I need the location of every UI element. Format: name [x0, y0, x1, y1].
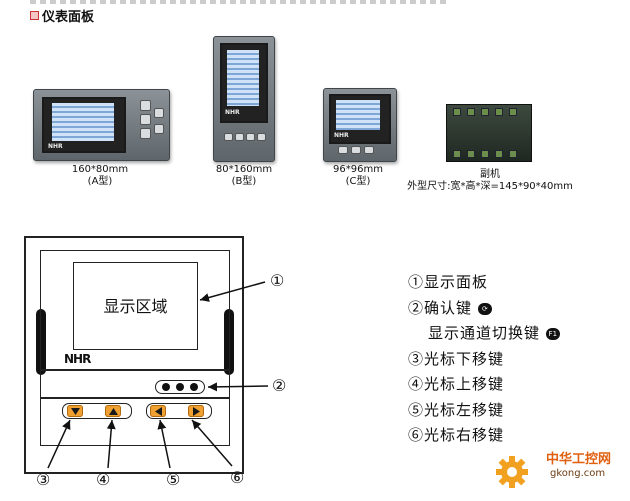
- callout-1: ①: [270, 271, 285, 290]
- meter-b-key-4: [257, 133, 266, 141]
- display-area: [73, 262, 198, 350]
- meter-b-lcd: [227, 50, 259, 106]
- submodule-photo: [446, 104, 532, 162]
- caption-a-size: 160*80mm: [71, 164, 129, 175]
- arrow-3: [47, 419, 71, 469]
- caption-b-size: 80*160mm: [215, 164, 273, 175]
- callout-2: ②: [272, 376, 287, 395]
- legend-item-3: ③光标下移键: [408, 349, 505, 368]
- display-area-label: 显示区域: [103, 297, 168, 316]
- top-rule: [30, 0, 450, 4]
- callout-5: ⑤: [166, 470, 181, 489]
- callout-4: ④: [96, 470, 111, 489]
- f1-key-icon: F1: [545, 328, 560, 340]
- meter-a-key-3: [140, 128, 151, 139]
- terminal-4: [495, 108, 503, 116]
- terminal-5: [509, 108, 517, 116]
- key-dot-2: [176, 383, 184, 391]
- meter-b-key-1: [224, 133, 233, 141]
- meter-a-brand: NHR: [48, 143, 63, 150]
- caption-sub-name: 副机: [480, 169, 500, 180]
- arrow-1: [199, 281, 266, 302]
- terminal-8: [481, 150, 489, 158]
- panel-divider-2: [40, 397, 230, 399]
- panel-inner-frame: [40, 250, 230, 446]
- meter-c-lcd: [336, 100, 380, 130]
- triangle-left-icon: [154, 406, 162, 416]
- meter-c-key-3: [364, 146, 374, 154]
- legend-item-2b: 显示通道切换键 F1: [408, 321, 560, 347]
- caption-sub: 副机 外型尺寸:宽*高*深=145*90*40mm: [385, 169, 595, 193]
- terminal-2: [467, 108, 475, 116]
- legend-item-1: ①显示面板: [408, 273, 489, 291]
- callout-6: ⑥: [230, 468, 245, 487]
- caption-sub-dims: 外型尺寸:宽*高*深=145*90*40mm: [407, 181, 573, 192]
- meter-a-screen: NHR: [42, 97, 126, 153]
- terminal-6: [453, 150, 461, 158]
- panel-outer-frame: [24, 236, 244, 474]
- brand-logo: NHR: [64, 352, 91, 366]
- legend-item-5: ⑤光标左移键: [408, 400, 505, 419]
- triangle-up-icon: [108, 407, 118, 415]
- cursor-up-key: [105, 405, 121, 417]
- left-mount-tab: [36, 309, 46, 375]
- terminal-10: [509, 150, 517, 158]
- meter-b-brand: NHR: [225, 109, 240, 116]
- meter-b-screen: NHR: [220, 43, 268, 123]
- arrow-6: [191, 419, 233, 467]
- section-title: 仪表面板: [42, 10, 95, 25]
- meter-c-key-1: [338, 146, 348, 154]
- legend-item-2: ②确认键 ⟳: [408, 296, 560, 322]
- legend-item-4: ④光标上移键: [408, 375, 505, 393]
- meter-b-key-3: [246, 133, 255, 141]
- meter-b-key-2: [235, 133, 244, 141]
- caption-c-size: 96*96mm: [333, 164, 383, 175]
- meter-photo-b: NHR: [213, 36, 275, 162]
- watermark-url: gkong.com: [550, 468, 606, 479]
- terminal-7: [467, 150, 475, 158]
- terminal-3: [481, 108, 489, 116]
- confirm-key-icon: ⟳: [477, 302, 492, 315]
- meter-a-key-2: [140, 114, 151, 125]
- meter-c-key-2: [351, 146, 361, 154]
- triangle-right-icon: [192, 406, 200, 416]
- arrow-2: [207, 382, 269, 392]
- caption-c: 96*96mm (C型): [310, 164, 406, 188]
- meter-c-screen: NHR: [329, 94, 391, 144]
- key-dot-1: [162, 383, 170, 391]
- callout-3: ③: [36, 470, 51, 489]
- triangle-down-icon: [70, 407, 80, 415]
- square-bullet-icon: [30, 11, 39, 20]
- caption-a-type: (A型): [87, 176, 113, 187]
- cursor-left-key: [150, 405, 166, 417]
- meter-a-lcd: [52, 103, 114, 141]
- confirm-key-group: [155, 380, 205, 394]
- cursor-down-key: [67, 405, 83, 417]
- key-dot-3: [190, 383, 198, 391]
- gear-icon: [496, 456, 528, 488]
- arrow-5: [157, 419, 171, 469]
- legend-item-6: ⑥光标右移键: [408, 426, 505, 444]
- caption-c-type: (C型): [345, 176, 371, 187]
- meter-photo-c: NHR: [323, 88, 397, 162]
- meter-a-key-5: [154, 124, 164, 134]
- caption-b-type: (B型): [231, 176, 257, 187]
- section-heading: 仪表面板: [30, 6, 94, 25]
- caption-a: 160*80mm (A型): [50, 164, 150, 188]
- caption-b: 80*160mm (B型): [196, 164, 292, 188]
- meter-photo-a: NHR: [33, 89, 170, 161]
- meter-a-key-1: [140, 100, 151, 111]
- terminal-9: [495, 150, 503, 158]
- watermark-name: 中华工控网: [546, 452, 612, 467]
- arrow-4: [106, 419, 116, 469]
- cursor-right-key: [188, 405, 204, 417]
- panel-divider-1: [40, 369, 230, 371]
- key-legend: ①显示面板 ②确认键 ⟳ 显示通道切换键 F1 ③光标下移键 ④光标上移键 ⑤光…: [408, 270, 560, 449]
- terminal-1: [453, 108, 461, 116]
- meter-c-brand: NHR: [334, 132, 349, 139]
- meter-a-key-4: [154, 108, 164, 118]
